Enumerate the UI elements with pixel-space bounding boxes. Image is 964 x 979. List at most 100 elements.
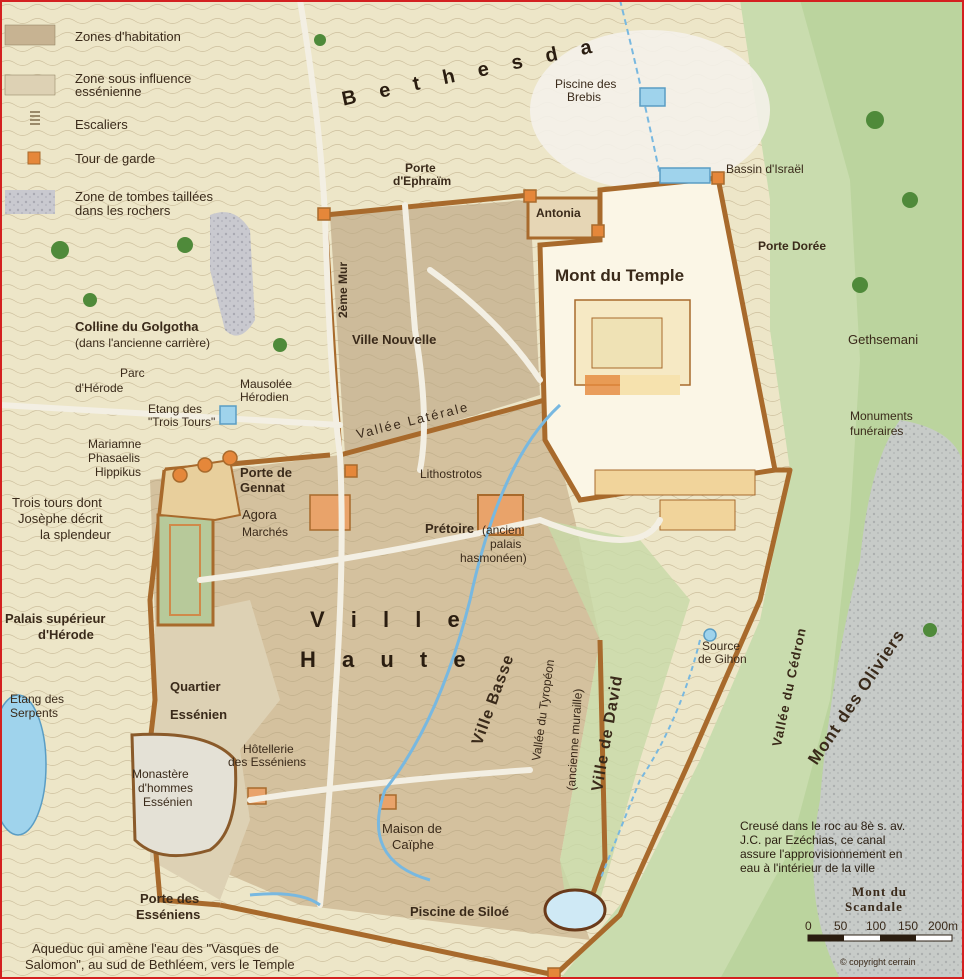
royal-portico xyxy=(594,469,756,496)
label-source-2: de Gihon xyxy=(698,652,747,666)
hezekiah-tunnel xyxy=(599,639,701,881)
label-mausolee-1: Mausolée xyxy=(240,377,293,391)
label-mont-scandale-1: Mont du xyxy=(852,884,908,899)
scale-tick-50: 50 xyxy=(834,919,848,933)
note-creuse-2: J.C. par Ezéchias, ce canal xyxy=(740,833,886,847)
label-mausolee-2: Hérodien xyxy=(240,390,289,404)
label-trois-tours-1: Trois tours dont xyxy=(12,495,102,510)
label-porte-esseniens-2: Esséniens xyxy=(136,907,201,922)
label-agora-2: Marchés xyxy=(242,525,289,539)
tombs-zone-west xyxy=(210,212,255,336)
roads xyxy=(0,0,663,908)
scale-tick-0: 0 xyxy=(805,919,812,933)
label-quartier-2: Essénien xyxy=(170,707,228,722)
watch-towers xyxy=(172,171,725,979)
label-golgotha-2: (dans l'ancienne carrière) xyxy=(75,336,211,350)
label-ville-nouvelle: Ville Nouvelle xyxy=(352,332,437,347)
gihon-spring xyxy=(703,628,717,642)
label-mont-scandale-2: Scandale xyxy=(845,899,903,914)
label-porte-doree: Porte Dorée xyxy=(758,239,827,253)
legend-essenian-2: essénienne xyxy=(75,84,142,99)
label-mariamne: Mariamne xyxy=(88,437,142,451)
bassin-israel xyxy=(659,167,711,184)
label-palais-1: Palais supérieur xyxy=(5,611,106,626)
label-deuxieme-mur: 2ème Mur xyxy=(336,261,350,318)
herod-palace xyxy=(156,513,215,627)
label-source-1: Source xyxy=(702,639,741,653)
label-ville: V i l l e xyxy=(310,607,470,632)
label-monuments-1: Monuments xyxy=(850,409,913,423)
legend-swatches xyxy=(4,24,56,214)
legend-watchtower: Tour de garde xyxy=(75,151,156,166)
label-porte-ephraim-1: Porte xyxy=(405,161,436,175)
legend-essenian-1: Zone sous influence xyxy=(75,71,192,86)
label-piscine-brebis-1: Piscine des xyxy=(555,77,617,91)
scale-tick-200m: 200m xyxy=(928,919,959,933)
label-etang-trois-tours-1: Etang des xyxy=(148,402,203,416)
label-parc-herode-2: d'Hérode xyxy=(75,381,124,395)
label-hotellerie-2: des Esséniens xyxy=(228,755,307,769)
label-mont-temple: Mont du Temple xyxy=(555,266,685,285)
copyright-text: © copyright cerrain xyxy=(840,957,916,967)
piscine-siloe xyxy=(543,888,607,932)
scale-tick-150: 150 xyxy=(898,919,919,933)
label-porte-gennat-2: Gennat xyxy=(240,480,285,495)
label-monastere-2: d'hommes xyxy=(138,781,193,795)
note-creuse-3: assure l'approvisionnement en xyxy=(740,847,903,861)
label-etang-serpents-1: Etang des xyxy=(10,692,65,706)
legend-stairs: Escaliers xyxy=(75,117,128,132)
legend-habitation: Zones d'habitation xyxy=(75,29,181,44)
aqueduct xyxy=(376,403,562,882)
label-porte-esseniens-1: Porte des xyxy=(140,891,200,906)
piscine-brebis xyxy=(639,87,666,107)
scale-bar xyxy=(807,934,953,942)
tree-icons xyxy=(51,34,937,637)
note-creuse-1: Creusé dans le roc au 8è s. av. xyxy=(740,819,906,833)
label-monastere-3: Essénien xyxy=(143,795,193,809)
label-pretoire-4: hasmonéen) xyxy=(460,551,527,565)
label-etang-trois-tours-2: "Trois Tours" xyxy=(148,415,216,429)
label-aqueduc-1: Aqueduc qui amène l'eau des "Vasques de xyxy=(32,941,279,956)
label-parc-herode-1: Parc xyxy=(120,366,145,380)
label-piscine-brebis-2: Brebis xyxy=(567,90,602,104)
bethesda-hill xyxy=(530,30,770,190)
label-golgotha-1: Colline du Golgotha xyxy=(75,319,199,334)
label-aqueduc-2: Salomon", au sud de Bethléem, vers le Te… xyxy=(25,957,295,972)
label-etang-serpents-2: Serpents xyxy=(10,706,59,720)
etang-trois-tours xyxy=(219,405,237,425)
label-phasaelis: Phasaelis xyxy=(88,451,141,465)
legend-tombs-1: Zone de tombes taillées xyxy=(75,189,214,204)
note-creuse-4: eau à l'intérieur de la ville xyxy=(740,861,876,875)
label-gethsemani: Gethsemani xyxy=(848,332,919,347)
label-palais-2: d'Hérode xyxy=(38,627,94,642)
label-haute: H a u t e xyxy=(300,647,476,672)
label-antonia: Antonia xyxy=(536,206,581,220)
label-porte-gennat-1: Porte de xyxy=(240,465,293,480)
label-lithostrotos: Lithostrotos xyxy=(420,467,483,481)
label-agora-1: Agora xyxy=(242,507,277,522)
label-trois-tours-2: Josèphe décrit xyxy=(18,511,103,526)
water-channel-north xyxy=(619,0,661,176)
label-maison-caiphe-2: Caïphe xyxy=(392,837,434,852)
label-bassin-israel: Bassin d'Israël xyxy=(726,162,804,176)
essenian-monastery xyxy=(130,732,238,858)
label-pretoire: Prétoire xyxy=(425,521,475,536)
label-piscine-siloe: Piscine de Siloé xyxy=(410,904,509,919)
tombs-zone-olives xyxy=(813,420,964,979)
label-pretoire-3: palais xyxy=(490,537,522,551)
label-hippikus: Hippikus xyxy=(95,465,142,479)
label-monuments-2: funéraires xyxy=(850,424,904,438)
ville-basse-slope xyxy=(545,520,690,930)
label-maison-caiphe-1: Maison de xyxy=(382,821,442,836)
scale-tick-100: 100 xyxy=(866,919,887,933)
label-monastere-1: Monastère xyxy=(132,767,189,781)
legend-tombs-2: dans les rochers xyxy=(75,203,171,218)
label-trois-tours-3: la splendeur xyxy=(40,527,111,542)
label-porte-ephraim-2: d'Ephraïm xyxy=(393,174,452,188)
label-quartier-1: Quartier xyxy=(170,679,221,694)
label-pretoire-2: (ancien xyxy=(482,523,522,537)
etang-serpents xyxy=(0,694,47,836)
